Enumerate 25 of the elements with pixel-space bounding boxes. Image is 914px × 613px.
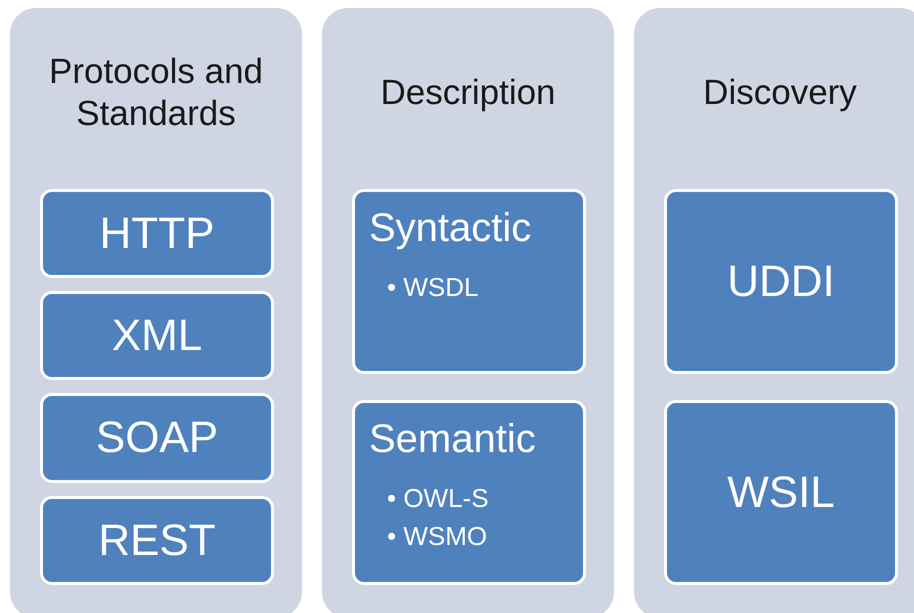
term-box bbox=[352, 189, 586, 374]
panel-title: Protocols and Standards bbox=[48, 51, 264, 135]
term-box bbox=[352, 400, 586, 585]
term-label: XML bbox=[112, 310, 202, 360]
term-box bbox=[40, 496, 274, 585]
box-heading: Syntactic bbox=[369, 206, 532, 251]
term-label: SOAP bbox=[96, 413, 218, 463]
bullet-item: • WSMO bbox=[387, 520, 488, 553]
term-label: HTTP bbox=[100, 208, 214, 258]
panel-title: Description bbox=[379, 72, 557, 114]
term-box bbox=[664, 400, 898, 585]
term-box bbox=[664, 189, 898, 374]
bullet-item: • OWL-S bbox=[387, 482, 490, 515]
panel-title: Discovery bbox=[702, 72, 858, 114]
box-heading: Semantic bbox=[369, 417, 537, 462]
term-label: UDDI bbox=[727, 256, 835, 306]
category-panel bbox=[322, 8, 614, 613]
term-box bbox=[40, 393, 274, 483]
term-box bbox=[40, 291, 274, 380]
category-panel bbox=[10, 8, 302, 613]
category-panel bbox=[634, 8, 914, 613]
term-label: REST bbox=[98, 516, 216, 566]
term-box bbox=[40, 189, 274, 278]
term-label: WSIL bbox=[727, 468, 835, 518]
bullet-item: • WSDL bbox=[387, 271, 480, 304]
